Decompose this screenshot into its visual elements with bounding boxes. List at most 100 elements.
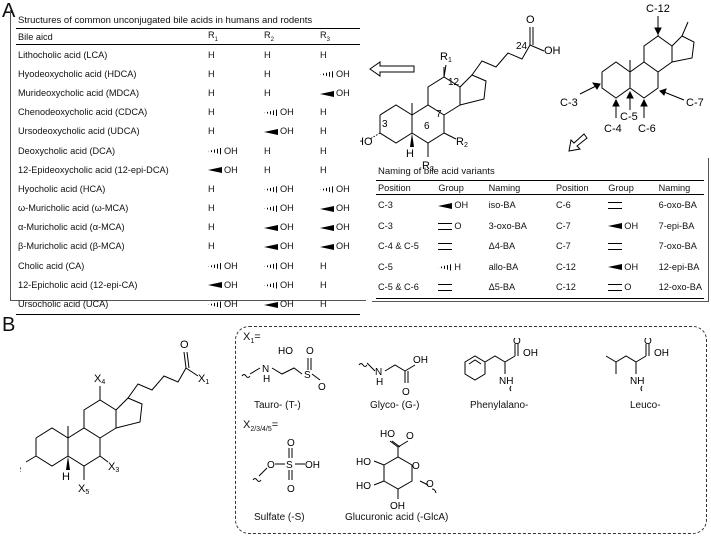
struct-r1-label: R1 <box>440 51 452 64</box>
substituent-r1: OH <box>206 141 262 160</box>
phe-oh-atom: OH <box>523 348 538 359</box>
naming-table-frame <box>372 158 709 302</box>
substituent-value: OH <box>224 145 238 156</box>
core-x5-label: X5 <box>78 483 89 496</box>
header-r3: R3 <box>318 28 360 45</box>
substituent-r2: OH <box>262 275 318 294</box>
naming-cell-g2: OH <box>606 216 656 237</box>
table-header-row: Bile aicd R1 R2 R3 <box>16 28 360 45</box>
substituent-value: OH <box>280 107 294 118</box>
substituent-value: H <box>320 107 327 118</box>
glca-o-atom-2: O <box>426 479 434 490</box>
bile-acid-table-title: Structures of common unconjugated bile a… <box>18 15 313 26</box>
bile-acid-name: Cholic acid (CA) <box>18 260 85 271</box>
substituent-value: H <box>320 164 327 175</box>
panel-a-label: A <box>2 0 16 22</box>
naming-header-group-2: Group <box>606 180 657 195</box>
substituent-r2: OH <box>262 199 318 218</box>
substituent-r2: H <box>262 83 318 102</box>
phe-o-atom: O <box>513 338 521 347</box>
struct-c6-label: 6 <box>424 121 430 132</box>
substituent-value: H <box>320 279 327 290</box>
substituent-r3: H <box>318 275 360 294</box>
naming-cell-g1 <box>436 277 487 299</box>
substituent-r2: H <box>262 141 318 160</box>
substituent-value: OH <box>280 299 294 310</box>
leuco-label: Leuco- <box>630 400 661 411</box>
glyco-h-atom: H <box>376 377 383 388</box>
substituent-r1: H <box>206 103 262 122</box>
substituent-r2: OH <box>262 122 318 141</box>
substituent-value: H <box>320 260 327 271</box>
core-x4-label: X4 <box>94 373 105 386</box>
conjugated-core-structure: O X1 X4 X2 H X3 X5 <box>20 339 209 496</box>
sulfate-structure: O S OH O O <box>252 438 320 495</box>
substituent-r3: OH <box>318 83 360 102</box>
position-numbering-structure: C-12 C-3 C-5 C-4 C-6 C-7 <box>560 3 704 135</box>
naming-cell-text: C-7 <box>555 220 571 231</box>
substituent-r2: OH <box>262 103 318 122</box>
substituent-r1: OH <box>206 294 262 315</box>
substituent-r3: OH <box>318 218 360 237</box>
substituent-value: H <box>208 87 215 98</box>
naming-cell-text: 12-oxo-BA <box>658 282 702 293</box>
dbl-bond-icon <box>438 243 453 251</box>
glca-ho-atom-1: HO <box>380 429 395 440</box>
tauro-structure: N H S HO O O <box>241 346 326 393</box>
dbl-bond-icon <box>608 243 623 251</box>
substituent-dashed-box <box>235 326 707 534</box>
naming-cell-text: 7-epi-BA <box>658 220 695 231</box>
core-x3-label: X3 <box>108 461 119 474</box>
substituent-value: H <box>264 49 271 60</box>
struct-ho-label: HO <box>360 136 373 148</box>
substituent-value: OH <box>336 68 350 79</box>
leu-nh-atom: NH <box>630 376 644 387</box>
glucuronic-structure: HO O HO HO OH O O <box>356 429 437 512</box>
tauro-s-atom: S <box>304 370 311 381</box>
bile-acid-name: Hyodeoxycholic acid (HDCA) <box>18 68 137 79</box>
naming-cell-text: 3-oxo-BA <box>488 220 527 231</box>
pos-c12-label: C-12 <box>646 3 670 15</box>
bile-acid-name: Lithocholic acid (LCA) <box>18 49 108 60</box>
naming-cell-text: C-3 <box>378 200 393 211</box>
substituent-r3: H <box>318 103 360 122</box>
naming-cell-text: 12-epi-BA <box>658 261 700 272</box>
pos-c6-label: C-6 <box>638 123 656 135</box>
wedge-bond-icon <box>320 244 334 251</box>
substituent-value: OH <box>280 222 294 233</box>
hash-bond-icon <box>320 185 334 193</box>
naming-cell-p2: C-12 <box>553 277 607 299</box>
substituent-value: H <box>208 107 215 118</box>
naming-cell-p1: C-3 <box>376 195 436 216</box>
dbl-bond-icon <box>608 284 623 292</box>
naming-header-position-1: Position <box>376 180 437 195</box>
substituent-r1: H <box>206 45 262 65</box>
wedge-bond-icon <box>608 264 623 271</box>
pos-c7-label: C-7 <box>686 97 704 109</box>
naming-cell-n1: iso-BA <box>487 195 554 216</box>
phe-nh-atom: NH <box>499 376 513 387</box>
bile-acid-name: Deoxycholic acid (DCA) <box>18 145 116 156</box>
naming-cell-text: H <box>454 261 461 272</box>
naming-cell-text: C-12 <box>555 282 576 293</box>
substituent-r2: OH <box>262 218 318 237</box>
naming-cell-n1: Δ5-BA <box>486 277 554 299</box>
substituent-r2: H <box>262 64 318 83</box>
x2345-title: X2/3/4/5= <box>243 419 279 434</box>
glyco-structure: N H OH O <box>358 355 428 398</box>
substituent-r1: H <box>206 179 262 198</box>
substituent-value: OH <box>224 260 238 271</box>
naming-table-title: Naming of bile acid variants <box>378 166 495 177</box>
naming-cell-g1: H <box>436 257 486 278</box>
struct-oh-label: OH <box>544 45 561 57</box>
leuco-structure: OH O NH <box>605 338 669 392</box>
substituent-value: OH <box>280 279 294 290</box>
